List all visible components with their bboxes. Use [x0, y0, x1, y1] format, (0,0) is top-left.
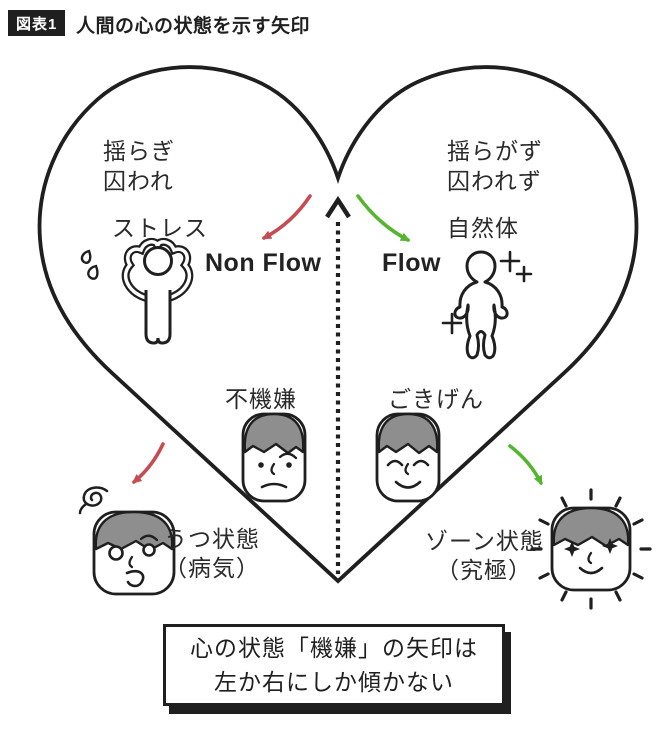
right-down-arrow-icon	[508, 444, 543, 486]
grumpy-face-icon	[241, 412, 307, 503]
figure-title: 人間の心の状態を示す矢印	[76, 16, 311, 37]
left-condition-line1: 揺らぎ	[103, 138, 175, 164]
depression-label: うつ状態 （病気）	[164, 525, 260, 583]
left-condition-line2: 囚われ	[103, 168, 174, 194]
caption-line1: 心の状態「機嫌」の矢印は	[190, 635, 478, 661]
stressed-person-icon	[80, 237, 194, 345]
right-condition-line1: 揺らがず	[447, 138, 543, 164]
non-flow-label: Non Flow	[205, 249, 322, 277]
stress-label: ストレス	[112, 215, 208, 241]
depression-line1: うつ状態	[164, 526, 260, 552]
depression-line2: （病気）	[164, 555, 260, 581]
left-condition-label: 揺らぎ 囚われ	[103, 136, 175, 196]
depressed-face-icon	[78, 486, 176, 596]
figure-badge: 図表1	[8, 10, 66, 36]
zone-face-icon	[530, 488, 652, 610]
zone-line1: ゾーン状態	[425, 528, 544, 554]
right-condition-line2: 囚われず	[447, 168, 542, 194]
sweat-drops-icon	[80, 249, 99, 280]
zone-line2: （究極）	[436, 557, 532, 583]
natural-label: 自然体	[447, 215, 519, 241]
center-arrow-icon	[325, 195, 351, 574]
relaxed-person-icon	[441, 250, 533, 360]
grumpy-label: 不機嫌	[225, 386, 297, 412]
right-condition-label: 揺らがず 囚われず	[447, 136, 543, 196]
cheerful-face-icon	[375, 412, 441, 503]
cheerful-label: ごきげん	[388, 386, 484, 412]
dizzy-swirl-icon	[78, 486, 109, 515]
right-tilt-arrow-icon	[356, 194, 411, 242]
sparkles-icon	[441, 250, 533, 335]
left-down-arrow-icon	[132, 442, 165, 484]
heart-outline	[37, 65, 639, 584]
zone-label: ゾーン状態 （究極）	[425, 527, 543, 585]
caption-line2: 左か右にしか傾かない	[214, 669, 454, 695]
radiance-dashes-icon	[530, 488, 652, 610]
flow-label: Flow	[382, 249, 441, 277]
caption-box: 心の状態「機嫌」の矢印は 左か右にしか傾かない	[163, 624, 505, 706]
left-tilt-arrow-icon	[261, 194, 312, 240]
